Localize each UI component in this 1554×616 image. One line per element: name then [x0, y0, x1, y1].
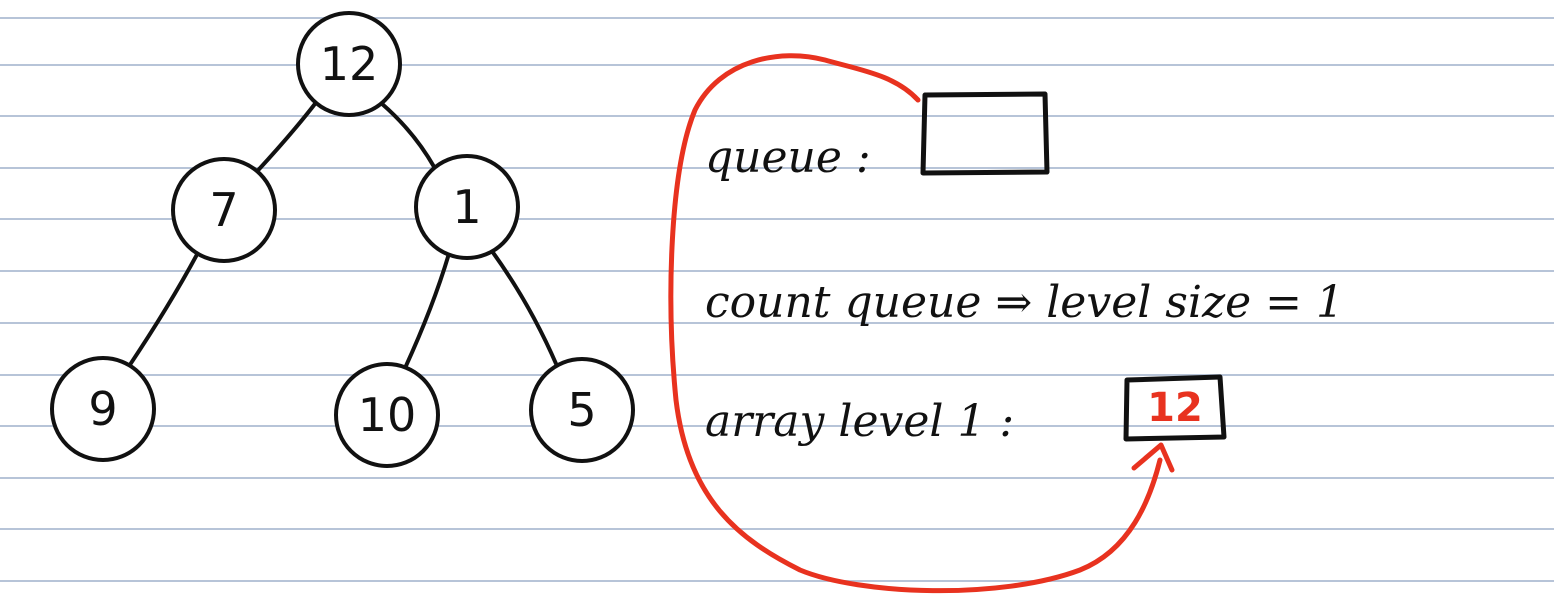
tree-edge: [490, 249, 559, 368]
tree-node: 9: [50, 356, 156, 462]
binary-tree: 12 7 1 9 10 5: [50, 11, 635, 468]
tree-node: 10: [334, 362, 440, 468]
annotation-arrowhead: [1131, 442, 1175, 473]
tree-edge: [255, 100, 318, 174]
tree-node-label: 1: [452, 180, 481, 234]
tree-node-label: 12: [320, 37, 379, 91]
tree-node: 7: [171, 157, 277, 263]
tree-edge: [127, 251, 200, 368]
tree-node-circle: [334, 362, 440, 468]
ruled-lines: [0, 17, 1554, 582]
tree-edge: [403, 252, 451, 370]
tree-node: 12: [296, 11, 402, 117]
tree-node-circle: [296, 11, 402, 117]
array-level-label: array level 1 :: [705, 396, 1014, 447]
queue-empty-box: [920, 91, 1050, 176]
array-value: 12: [1147, 385, 1203, 431]
tree-node: 1: [414, 154, 520, 260]
tree-edge: [379, 101, 437, 170]
tree-edges: [127, 100, 559, 370]
annotation-loop: [668, 53, 1163, 594]
tree-node-circle: [414, 154, 520, 260]
tree-node-label: 10: [358, 388, 417, 442]
tree-node-label: 5: [567, 383, 596, 437]
array-box: [1123, 374, 1227, 442]
tree-node-label: 9: [88, 382, 117, 436]
queue-label: queue :: [705, 132, 871, 183]
count-queue-text: count queue ⇒ level size = 1: [705, 277, 1344, 328]
tree-node-circle: [529, 357, 635, 463]
tree-node-circle: [171, 157, 277, 263]
tree-node-label: 7: [209, 183, 238, 237]
tree-node-circle: [50, 356, 156, 462]
tree-node: 5: [529, 357, 635, 463]
